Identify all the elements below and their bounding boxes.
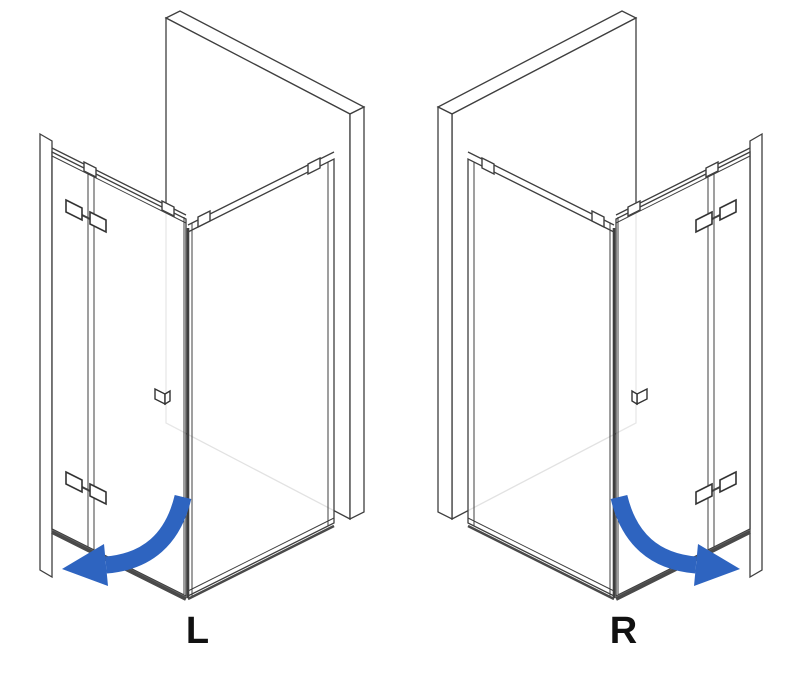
figure-left: L bbox=[18, 4, 378, 672]
shower-enclosure-right-drawing bbox=[424, 4, 784, 604]
figure-right: R bbox=[424, 4, 784, 672]
label-left-variant: L bbox=[185, 610, 211, 652]
label-right-variant: R bbox=[609, 610, 639, 652]
shower-enclosure-left-drawing bbox=[18, 4, 378, 604]
